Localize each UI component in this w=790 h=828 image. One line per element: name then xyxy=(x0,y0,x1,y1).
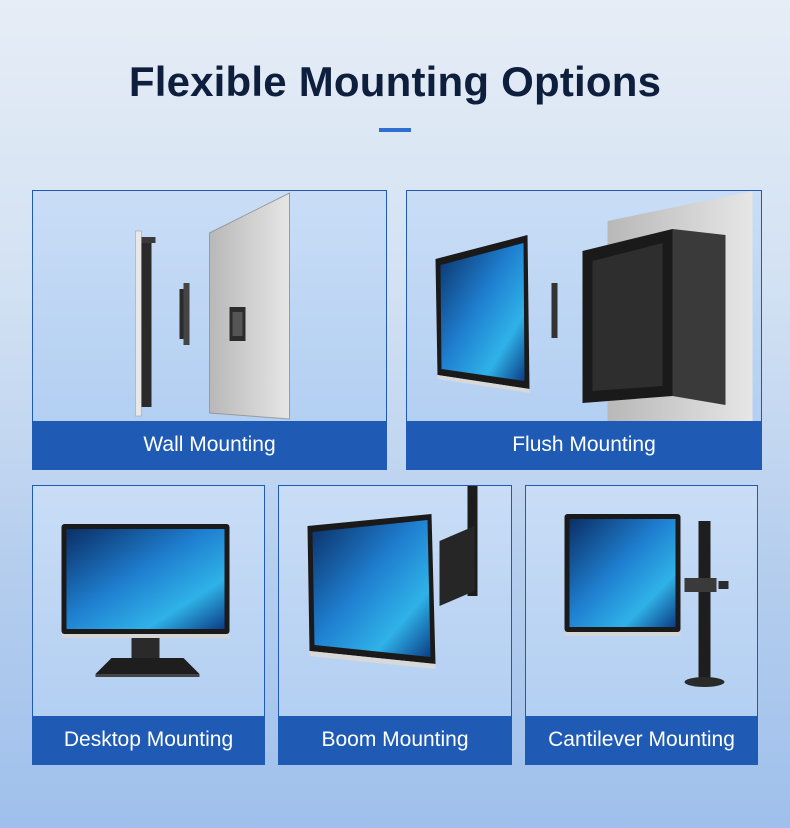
boom-arm-illustration xyxy=(279,486,511,716)
cantilever-pole-illustration xyxy=(526,486,757,716)
title-underline xyxy=(379,128,411,132)
wall-mounting-label: Wall Mounting xyxy=(33,421,386,469)
cantilever-mounting-card[interactable]: Cantilever Mounting xyxy=(525,485,758,765)
wall-mount-illustration xyxy=(33,191,386,421)
page-title: Flexible Mounting Options xyxy=(128,58,662,105)
desktop-mounting-label: Desktop Mounting xyxy=(33,716,264,764)
cantilever-mounting-label: Cantilever Mounting xyxy=(526,716,757,764)
flush-mount-illustration xyxy=(407,191,761,421)
wall-mounting-card[interactable]: Wall Mounting xyxy=(32,190,387,470)
flush-mounting-label: Flush Mounting xyxy=(407,421,761,469)
flush-mounting-card[interactable]: Flush Mounting xyxy=(406,190,762,470)
boom-mounting-card[interactable]: Boom Mounting xyxy=(278,485,512,765)
desktop-mounting-card[interactable]: Desktop Mounting xyxy=(32,485,265,765)
boom-mounting-label: Boom Mounting xyxy=(279,716,511,764)
desktop-stand-illustration xyxy=(33,486,264,716)
